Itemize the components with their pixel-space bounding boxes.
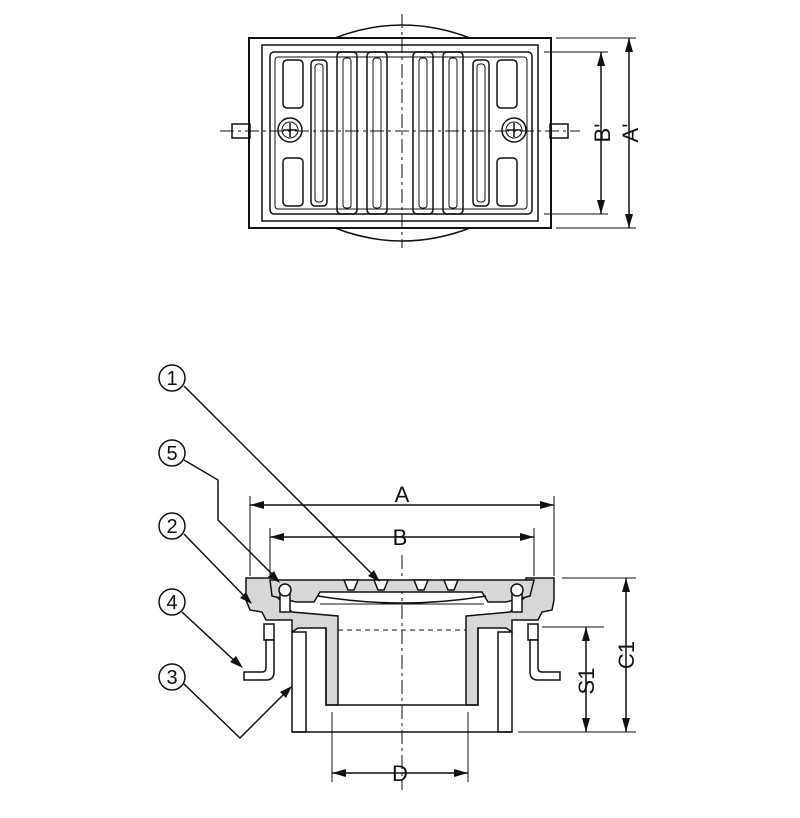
callout-2-label: 2 <box>166 516 177 538</box>
dim-b-prime <box>597 52 605 214</box>
grate-border-inner <box>274 56 528 210</box>
slot-tl <box>282 59 304 109</box>
dim-b <box>270 533 534 541</box>
callout-1 <box>158 364 380 582</box>
callout-3-label: 3 <box>166 667 177 689</box>
bolt-l <box>263 623 275 641</box>
dim-a <box>250 501 554 509</box>
grate-arc <box>317 595 487 604</box>
callout-4 <box>158 588 243 668</box>
dim-a-prime <box>625 38 633 228</box>
callout-5 <box>158 439 280 583</box>
label-b: B <box>393 525 408 550</box>
dim-c1 <box>622 578 630 732</box>
callout-1-label: 1 <box>166 368 177 390</box>
screw-left <box>277 117 303 143</box>
label-d: D <box>392 761 408 786</box>
dim-s1 <box>582 627 590 732</box>
label-c1: C1 <box>614 641 639 669</box>
callout-2 <box>158 512 252 604</box>
label-a: A <box>395 482 410 507</box>
slot-tr <box>496 59 518 109</box>
dim-d <box>332 769 468 777</box>
label-a-prime: A' <box>618 124 643 143</box>
outer-frame <box>248 37 552 229</box>
grate-ribs <box>342 579 460 591</box>
grate-bars <box>310 51 490 215</box>
callout-3 <box>158 663 292 740</box>
grate-border <box>269 51 533 215</box>
slot-bl <box>282 157 304 207</box>
callout-5-label: 5 <box>166 443 177 465</box>
anchor-left <box>243 639 275 681</box>
section-view: A B D C1 <box>158 364 639 790</box>
bolt-r <box>527 623 539 641</box>
inner-frame <box>261 44 539 222</box>
pipe <box>291 631 513 733</box>
outlet-cone <box>325 628 479 706</box>
label-b-prime: B' <box>590 124 615 143</box>
slot-br <box>496 157 518 207</box>
callout-4-label: 4 <box>166 592 177 614</box>
screw-right <box>501 117 527 143</box>
plan-view: B' A' <box>220 14 643 248</box>
anchor-right <box>529 639 561 681</box>
label-s1: S1 <box>574 668 599 695</box>
